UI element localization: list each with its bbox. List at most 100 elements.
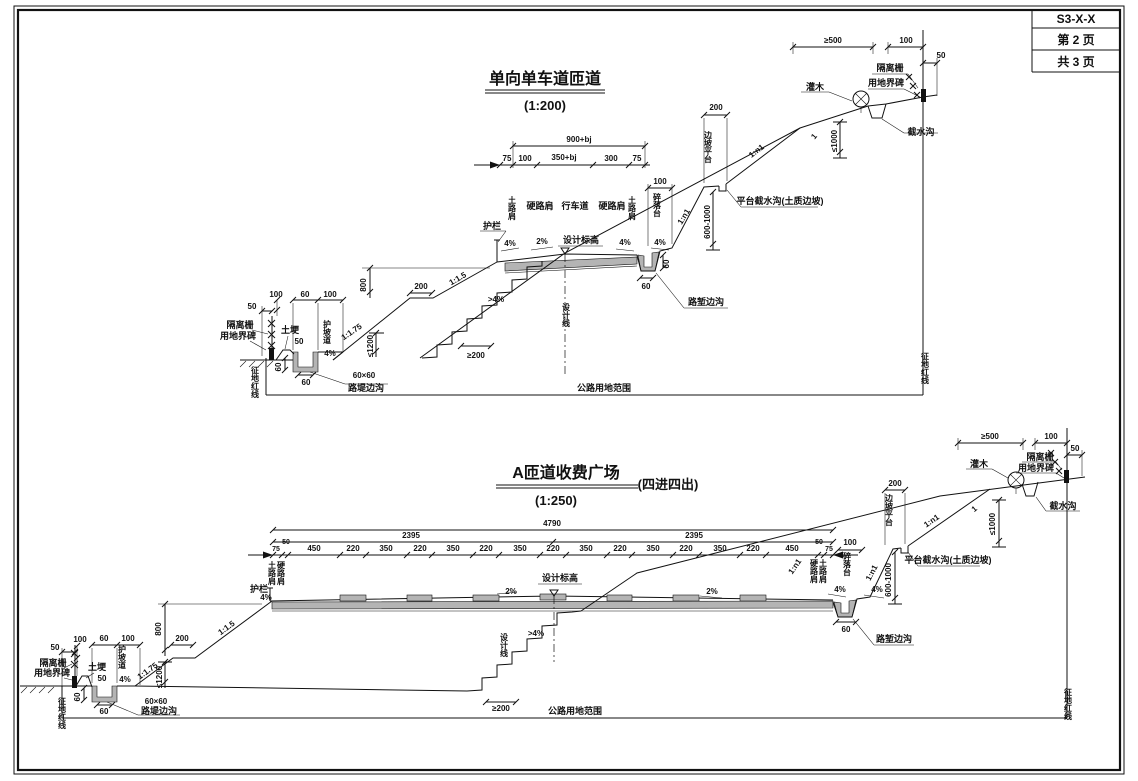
- label-intercept-ditch: 截水沟: [907, 126, 934, 137]
- dim-label: 220: [746, 544, 760, 553]
- slope-label: 1: [970, 504, 980, 514]
- dim-label: 100: [653, 177, 667, 186]
- s2-fill-side: 1:1.5 1:1.75 200 800 ≤1200 土埂 50 隔离栅 用地界…: [20, 600, 468, 730]
- dim-label: 450: [307, 544, 321, 553]
- dim-label: 100: [1044, 432, 1058, 441]
- dim-label: 50: [937, 51, 946, 60]
- s2-scale: (1:250): [535, 493, 577, 508]
- dim-label: ≤1200: [155, 665, 164, 688]
- sheet-border: [13, 5, 1125, 775]
- dim-label: 50: [248, 302, 257, 311]
- dim-label: 350+bj: [551, 153, 576, 162]
- s2-note: (四进四出): [638, 477, 699, 492]
- slope-label: >4%: [488, 295, 504, 304]
- dim-label: 50: [282, 539, 290, 546]
- dim-label: 200: [175, 634, 189, 643]
- dim-label: 100: [73, 635, 87, 644]
- label-design-line: 设计线: [500, 632, 509, 658]
- s1-landuse: 公路用地范围: [266, 382, 923, 396]
- label-fill-ditch: 路堤边沟: [348, 382, 384, 393]
- s1-cut-side: 60 60 路堑边沟 1:n1 1:n1 平台截水沟(土质边坡) 600-100…: [636, 103, 824, 309]
- dim-label: 200: [888, 479, 902, 488]
- label-slope-platform: 边坡平台: [703, 130, 713, 164]
- dim-label: 75: [272, 546, 280, 553]
- dim-label: 50: [1071, 444, 1080, 453]
- dim-label: 200: [414, 282, 428, 291]
- label-platform-ditch: 平台截水沟(土质边坡): [905, 554, 992, 565]
- dim-label: 60: [100, 634, 109, 643]
- s2-natural-ground: >4% ≥200: [466, 476, 1086, 713]
- dim-label: ≤1000: [988, 512, 997, 535]
- dim-label: 50: [51, 643, 60, 652]
- dim-label: 75: [825, 546, 833, 553]
- dim-label: 350: [579, 544, 593, 553]
- dim-label: 60: [73, 692, 82, 701]
- sheet-page: 第 2 页: [1057, 32, 1094, 47]
- dim-label: 100: [518, 154, 532, 163]
- s1-lane-labels: 土路肩 硬路肩 行车道 硬路肩 土路肩 碎落台: [507, 192, 662, 221]
- dim-label: 100: [269, 290, 283, 299]
- s1-dims-top: 900+bj 75 100 350+bj 300 75 100: [474, 135, 676, 246]
- toll-island: [472, 594, 500, 602]
- dim-label: 100: [323, 290, 337, 299]
- label-intercept-ditch: 截水沟: [1049, 500, 1076, 511]
- slope-label: 4%: [871, 585, 883, 594]
- label-slope-walk: 护坡道: [322, 319, 332, 345]
- toll-island: [739, 594, 767, 602]
- slope-label: 4%: [260, 593, 272, 602]
- label-boundary-marker: 用地界碑: [867, 77, 904, 88]
- dim-label: 60: [302, 378, 311, 387]
- label-slope-walk: 护坡道: [117, 644, 127, 670]
- dim-label: 2395: [685, 531, 703, 540]
- dim-label: 350: [446, 544, 460, 553]
- slope-label: 2%: [536, 237, 548, 246]
- dim-label: 60: [301, 290, 310, 299]
- label-fill-ditch: 路堤边沟: [141, 705, 177, 716]
- slope-label: 1:1.75: [340, 322, 364, 342]
- dim-label: 50: [295, 337, 304, 346]
- slope-label: 4%: [504, 239, 516, 248]
- dim-label: 75: [633, 154, 642, 163]
- label-shrub: 灌木: [806, 81, 825, 92]
- label-fence: 隔离栅: [226, 319, 253, 330]
- dim-label: 900+bj: [566, 135, 591, 144]
- label-landuse-extent: 公路用地范围: [577, 382, 631, 393]
- dim-label: 800: [359, 278, 368, 292]
- slope-label: 1:n1: [676, 207, 693, 226]
- dim-label: 200: [709, 103, 723, 112]
- slope-label: 1:n1: [864, 563, 880, 582]
- slope-label: 4%: [119, 675, 131, 684]
- label-hard-shoulder: 硬路肩: [276, 561, 286, 586]
- label-soil-shoulder: 土路肩: [627, 195, 637, 221]
- label-design-elevation: 设计标高: [542, 572, 578, 583]
- dim-label: ≥200: [467, 351, 485, 360]
- label-soil-shoulder: 土路肩: [507, 195, 517, 221]
- dim-label: ≥500: [981, 432, 999, 441]
- label-debris-bench: 碎落台: [652, 192, 662, 218]
- label-hard-shoulder: 硬路肩: [598, 200, 625, 211]
- dim-label: 220: [613, 544, 627, 553]
- label-fence: 隔离栅: [1026, 451, 1053, 462]
- dim-label: 220: [413, 544, 427, 553]
- dim-label: 220: [679, 544, 693, 553]
- slope-label: 2%: [505, 587, 517, 596]
- s2-cut-side: 60 路堑边沟 1:n1 1:n1 平台截水沟(土质边坡) 600-1000 2…: [832, 479, 992, 646]
- label-red-line: 征地红线: [921, 351, 930, 385]
- dim-label: 60×60: [353, 371, 376, 380]
- dim-label: 800: [154, 622, 163, 636]
- dim-label: 220: [346, 544, 360, 553]
- label-cut-ditch: 路堑边沟: [688, 296, 724, 307]
- slope-label: 1:n1: [922, 512, 941, 529]
- dim-label: ≥500: [824, 36, 842, 45]
- dim-label: 2395: [402, 531, 420, 540]
- s2-dims-top: 4790 2395 2395 75 50 450 220 350 220 350…: [248, 519, 866, 559]
- dim-label: ≤1000: [830, 129, 839, 152]
- dim-label: 300: [604, 154, 618, 163]
- toll-island: [406, 594, 433, 602]
- dim-label: 60×60: [145, 697, 168, 706]
- label-hard-shoulder: 硬路肩: [809, 559, 819, 584]
- label-hard-shoulder: 硬路肩: [526, 200, 553, 211]
- label-cut-ditch: 路堑边沟: [876, 633, 912, 644]
- dim-label: 100: [843, 538, 857, 547]
